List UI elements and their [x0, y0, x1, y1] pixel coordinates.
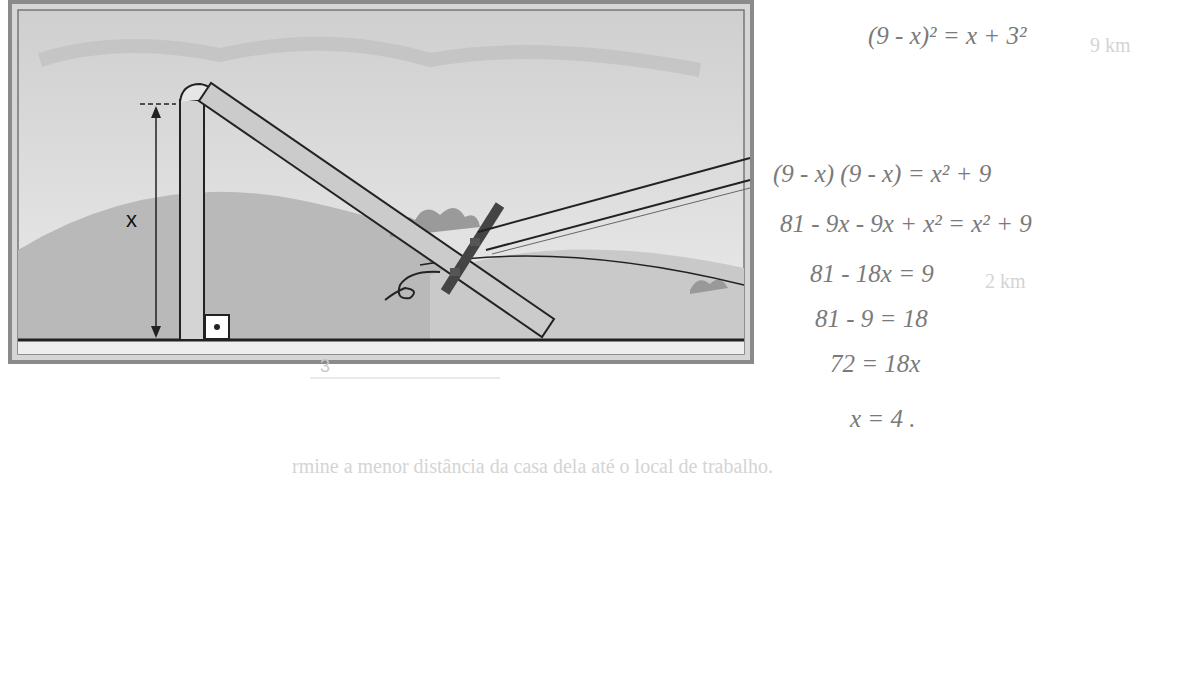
handwritten-step: x = 4 . — [850, 405, 915, 433]
insulator — [470, 238, 480, 246]
sky — [18, 10, 744, 354]
clouds — [40, 44, 700, 70]
handwritten-step: (9 - x) (9 - x) = x² + 9 — [773, 160, 991, 188]
loose-wire — [385, 272, 440, 300]
handwritten-step: 72 = 18x — [830, 350, 920, 378]
dimension-label: 3 — [320, 356, 330, 377]
dimension-tick — [140, 103, 176, 105]
ground-line — [18, 339, 744, 342]
cable — [486, 180, 750, 250]
hill — [430, 250, 744, 340]
fallen-pole — [199, 83, 554, 337]
pole — [180, 100, 204, 340]
dimension-line — [155, 108, 157, 336]
dimension-label: x — [126, 207, 137, 233]
cable — [478, 158, 750, 232]
arrowhead — [151, 326, 161, 338]
arrowhead — [151, 106, 161, 118]
handwritten-step: 81 - 9x - 9x + x² = x² + 9 — [780, 210, 1032, 238]
faded-text: 2 km — [985, 270, 1026, 293]
faint-rule — [310, 377, 500, 379]
cable — [492, 188, 750, 254]
bushes — [690, 280, 728, 294]
handwritten-step: 81 - 9 = 18 — [815, 305, 928, 333]
handwritten-step: 81 - 18x = 9 — [810, 260, 934, 288]
ground — [18, 340, 744, 354]
insulator — [450, 268, 460, 276]
handwritten-step: (9 - x)² = x + 3² — [868, 22, 1026, 50]
faded-text: rmine a menor distância da casa dela até… — [292, 455, 773, 478]
right-angle-dot — [214, 324, 220, 330]
faded-text: 9 km — [1090, 34, 1131, 57]
frame — [10, 2, 752, 362]
right-angle-mark — [205, 315, 229, 339]
